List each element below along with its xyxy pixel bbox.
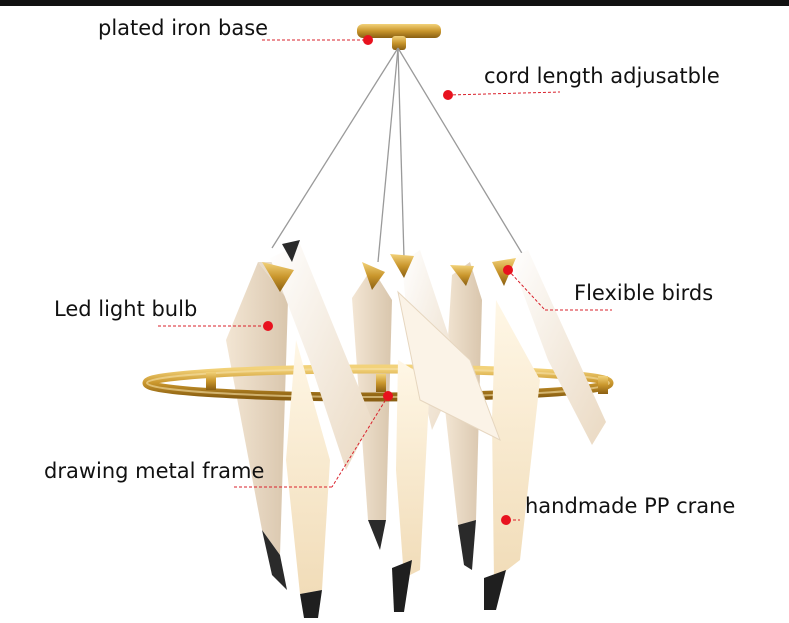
marker-bulb	[263, 321, 273, 331]
label-flexible-birds: Flexible birds	[574, 281, 714, 305]
ceiling-canopy	[357, 24, 441, 50]
marker-frame	[383, 391, 393, 401]
label-cord-length: cord length adjusatble	[484, 64, 720, 88]
label-led-bulb: Led light bulb	[54, 297, 198, 321]
bird-back-1	[226, 262, 288, 590]
label-plated-iron-base: plated iron base	[98, 16, 269, 40]
marker-birds	[503, 265, 513, 275]
top-border	[0, 0, 789, 6]
suspension-cords	[271, 47, 524, 263]
label-pp-crane: handmade PP crane	[525, 494, 736, 518]
bird-wing-center	[397, 290, 501, 442]
callout-markers	[263, 35, 513, 525]
label-metal-frame: drawing metal frame	[44, 459, 265, 483]
metal-ring-frame	[142, 364, 614, 402]
marker-base	[363, 35, 373, 45]
marker-crane	[501, 515, 511, 525]
marker-cord	[443, 90, 453, 100]
bird-front-left	[262, 240, 372, 618]
